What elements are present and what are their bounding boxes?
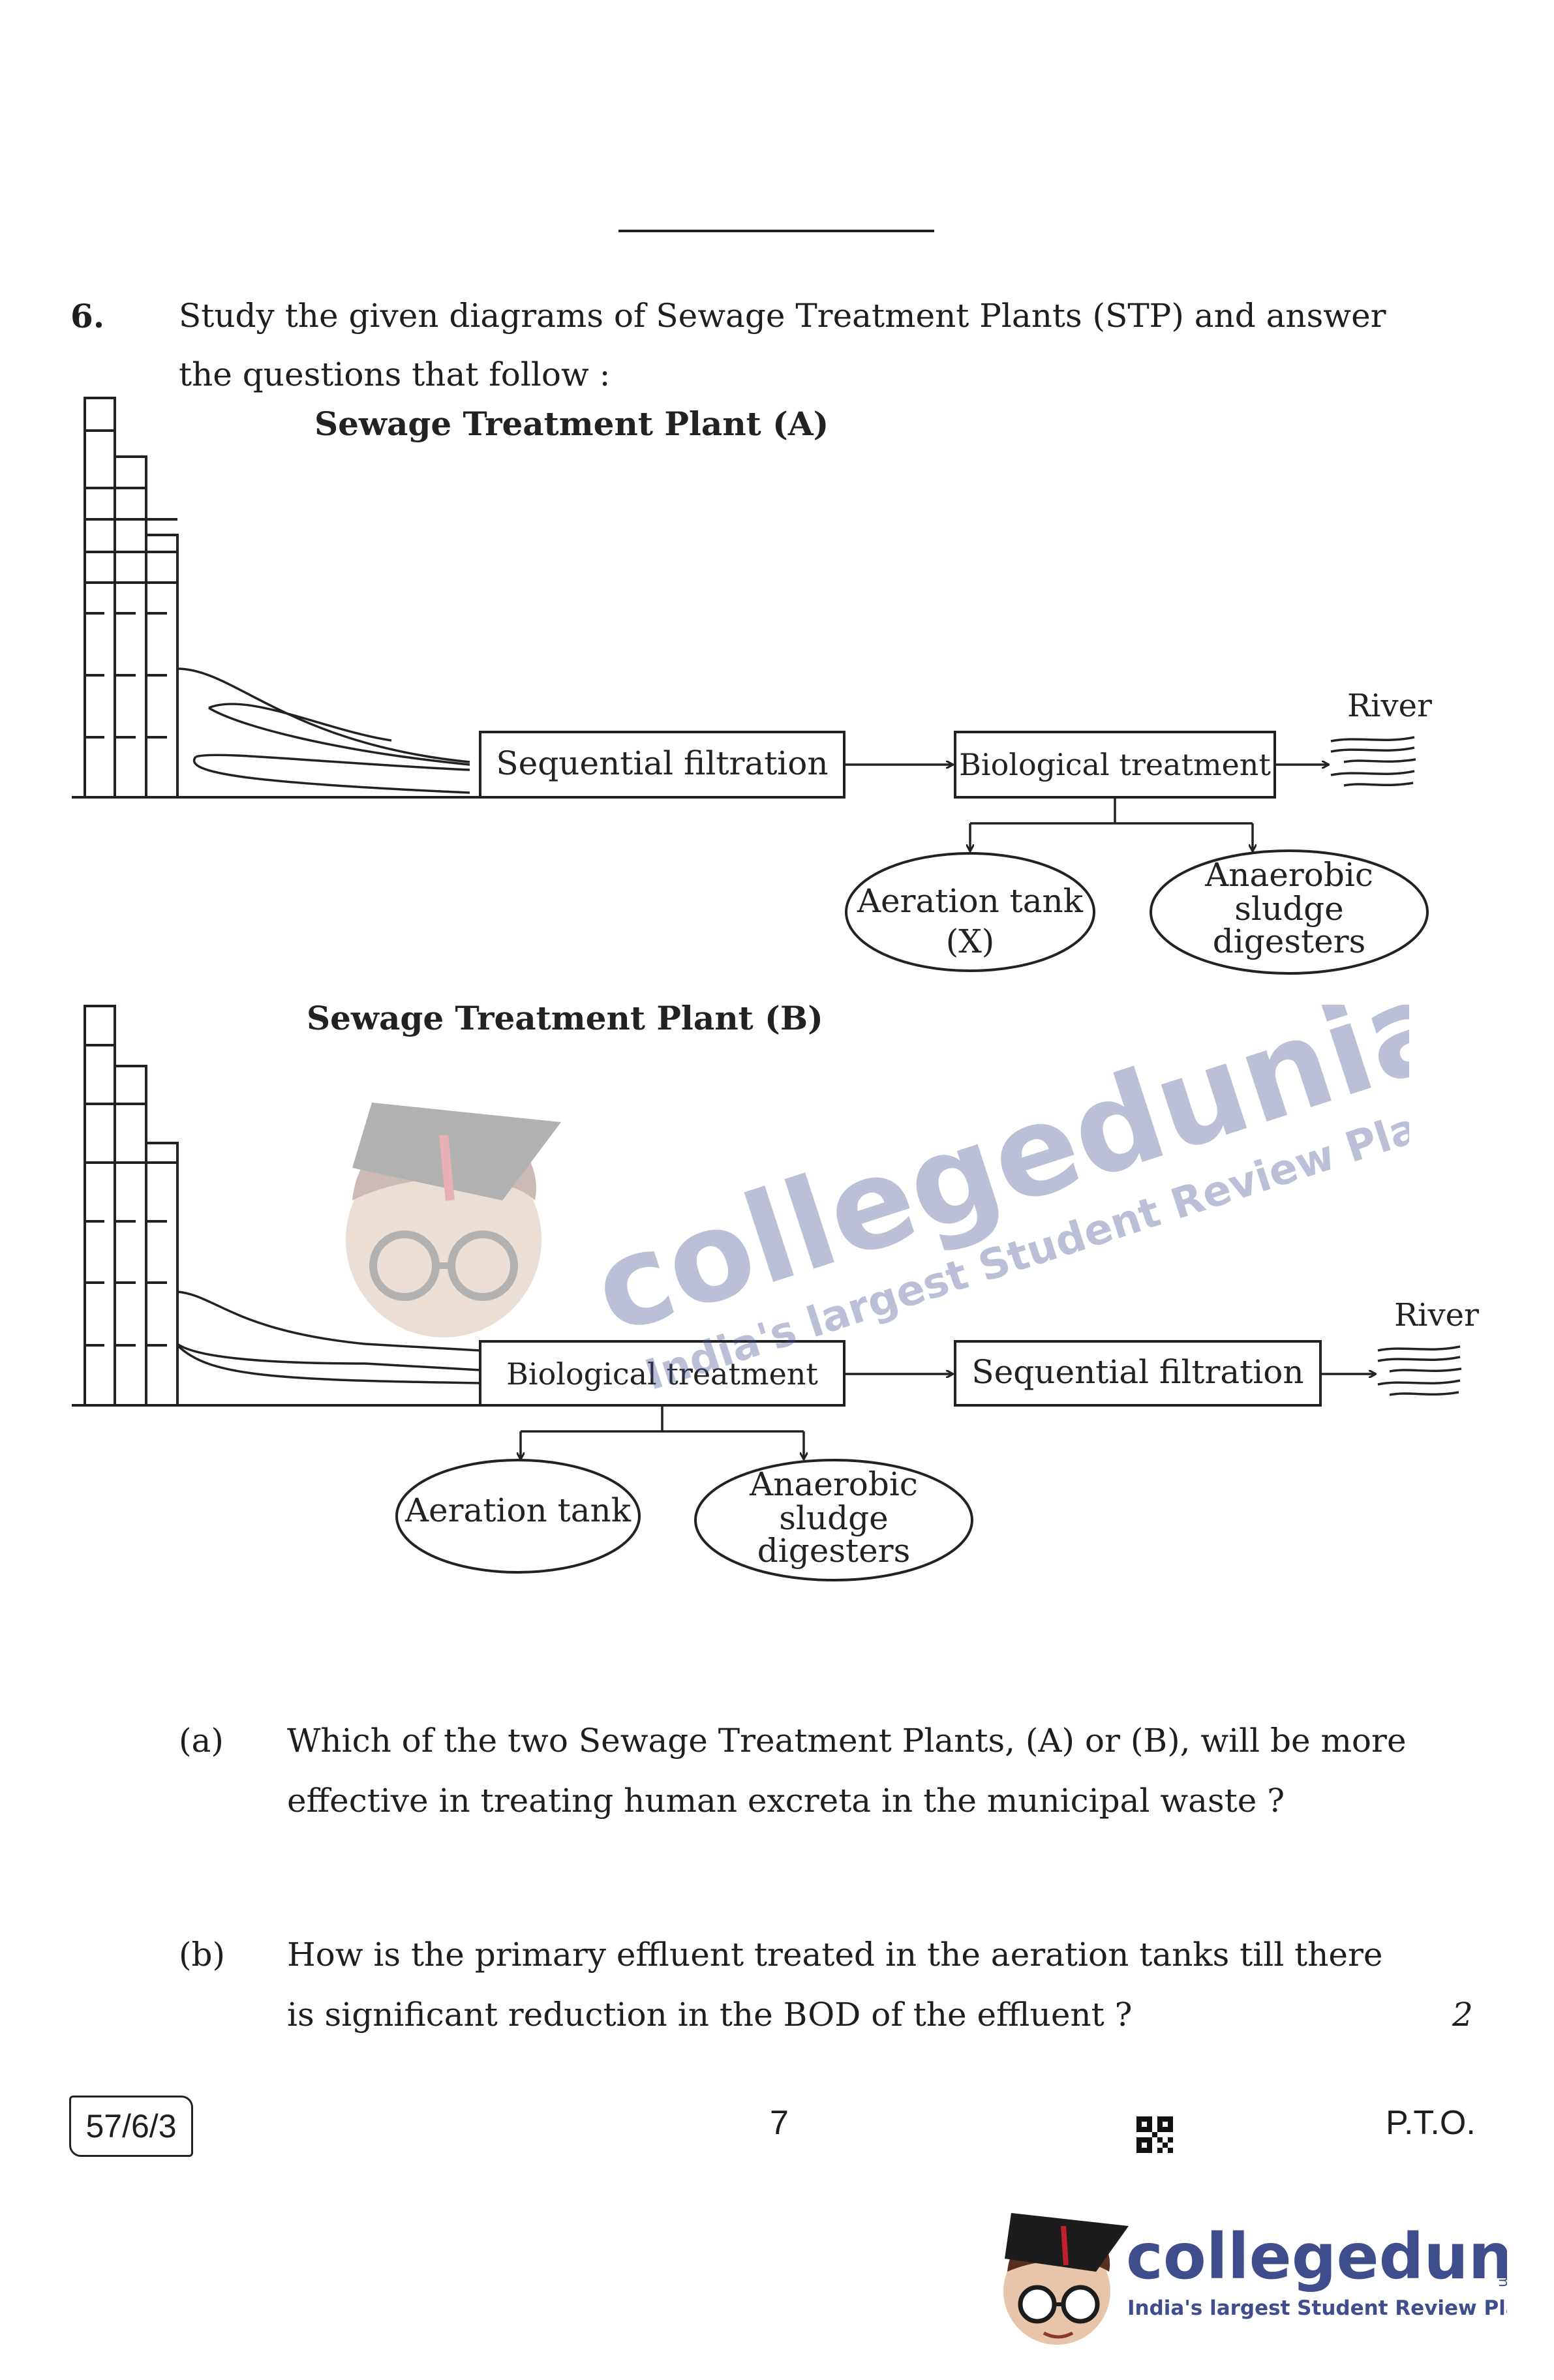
diagram-a-branch <box>970 797 1253 851</box>
diagram-b-oval-anaerobic-line1: Anaerobic <box>749 1465 918 1503</box>
brand-logo-name: collegedunia <box>1126 2220 1507 2293</box>
sub-question-b-marks: 2 <box>1452 1996 1473 2034</box>
diagram-b-buildings <box>72 1005 480 1407</box>
sub-question-b-label: (b) <box>179 1936 226 1974</box>
diagram-b-branch <box>521 1405 804 1459</box>
diagram-a-oval-anaerobic-line1: Anaerobic <box>1204 856 1373 894</box>
diagram-b-pipe <box>176 1290 481 1384</box>
footer-pto: P.T.O. <box>1386 2104 1476 2142</box>
question-intro-line1: Study the given diagrams of Sewage Treat… <box>179 297 1386 335</box>
diagram-b-oval-aeration-tank <box>395 1459 641 1574</box>
sub-question-a-label: (a) <box>179 1722 224 1760</box>
diagram-a-oval-anaerobic-line2: sludge <box>1234 890 1343 928</box>
diagram-b-box-sequential-filtration-label: Sequential filtration <box>971 1353 1303 1391</box>
sub-question-b-line1: How is the primary effluent treated in t… <box>287 1936 1383 1974</box>
diagram-a-oval-anaerobic <box>1150 849 1429 975</box>
sub-question-b-line2: is significant reduction in the BOD of t… <box>287 1996 1133 2034</box>
student-mascot-icon <box>1003 2213 1129 2345</box>
diagram-a-pipe <box>177 667 470 794</box>
question-intro-line2: the questions that follow : <box>179 356 611 393</box>
diagram-b-box-biological-treatment-label: Biological treatment <box>506 1356 818 1392</box>
diagram-a-river-waves <box>1330 736 1416 787</box>
diagram-b-title: Sewage Treatment Plant (B) <box>307 999 823 1037</box>
sub-question-a-line1: Which of the two Sewage Treatment Plants… <box>287 1722 1407 1760</box>
diagram-b-river-waves <box>1377 1345 1462 1396</box>
diagram-b-oval-anaerobic-line2: sludge <box>779 1499 888 1537</box>
diagram-a-box-biological-treatment-label: Biological treatment <box>959 747 1271 782</box>
top-separator <box>618 230 934 232</box>
brand-logo-suffix: .com <box>1495 2252 1507 2287</box>
diagram-b-oval-anaerobic-line3: digesters <box>757 1532 911 1570</box>
question-number: 6. <box>70 297 105 335</box>
diagram-b-river-label: River <box>1394 1297 1479 1334</box>
diagram-a-river-label: River <box>1347 688 1432 724</box>
diagram-a-oval-aeration-tank <box>845 852 1095 972</box>
brand-logo: collegedunia .com India's largest Studen… <box>985 2187 1554 2357</box>
diagram-a-oval-aeration-tank-line2: (X) <box>946 923 995 960</box>
diagram-a-box-sequential-filtration-label: Sequential filtration <box>496 744 828 782</box>
footer-page-number: 7 <box>770 2104 789 2142</box>
stp-diagrams: Sewage Treatment Plant (A) Sequential fi… <box>72 397 1479 1581</box>
diagram-a-oval-anaerobic-line3: digesters <box>1213 923 1366 960</box>
footer-code-badge: 57/6/3 <box>69 2096 193 2157</box>
diagram-a-title: Sewage Treatment Plant (A) <box>314 404 829 443</box>
diagram-a-buildings <box>72 397 480 799</box>
sub-question-a-line2: effective in treating human excreta in t… <box>287 1782 1285 1820</box>
diagram-b-oval-anaerobic <box>694 1459 973 1581</box>
qr-code-icon <box>1136 2116 1173 2153</box>
footer-code: 57/6/3 <box>85 2108 177 2144</box>
diagram-a-oval-aeration-tank-line1: Aeration tank <box>857 882 1084 920</box>
diagram-b-oval-aeration-tank-label: Aeration tank <box>404 1491 632 1529</box>
brand-logo-tagline: India's largest Student Review Platform <box>1127 2296 1507 2320</box>
